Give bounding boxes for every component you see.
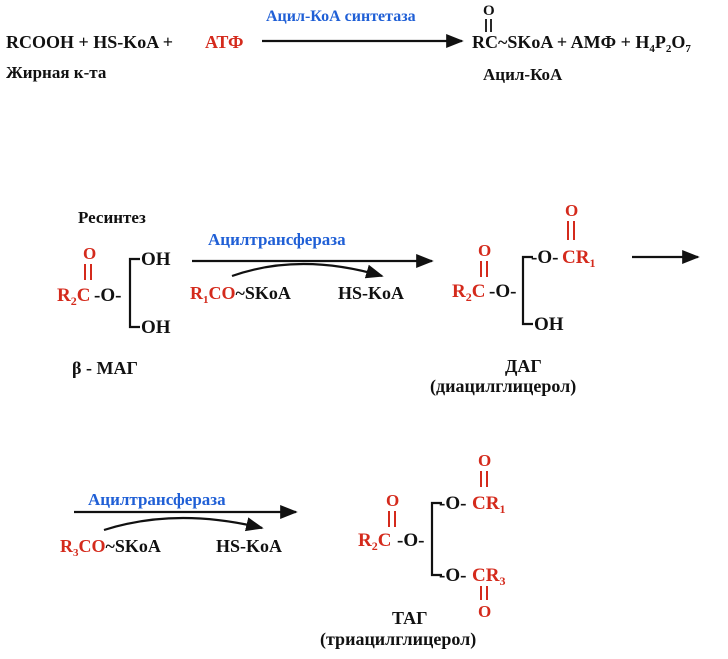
dag-label: ДАГ <box>505 356 542 376</box>
mag-r2c: R2C <box>57 285 90 308</box>
hs-koa-1: HS-KoA <box>338 283 404 303</box>
tag-structure: O R2C -O- -O- O CR1 -O- CR3 O ТАГ (триац… <box>320 451 505 650</box>
mag-oh-bottom: OH <box>141 317 171 338</box>
tag-ester-oxygen-top: -O- <box>439 493 466 514</box>
dag-ester-oxygen-top: -O- <box>531 247 558 268</box>
tag-cr3: CR3 <box>472 565 505 588</box>
tag-ester-oxygen-bottom: -O- <box>439 565 466 586</box>
activation-equation: RCOOH + HS-KoA + АТФ Ацил-КоА синтетаза … <box>6 3 691 84</box>
tag-carbonyl-oxygen: O <box>386 491 399 510</box>
tag-ester-oxygen: -O- <box>397 530 424 551</box>
resynthesis-step-2: Ацилтрансфераза R3CO~SKoA HS-KoA O R2C -… <box>60 451 505 650</box>
tag-cr1: CR1 <box>472 493 505 516</box>
tag-cr3-carbonyl-oxygen: O <box>478 602 491 621</box>
tag-full-name: (триацилглицерол) <box>320 629 476 650</box>
tag-cr1-carbonyl-oxygen: O <box>478 451 491 470</box>
mag-oh-top: OH <box>141 249 171 270</box>
dag-cr1: CR1 <box>562 247 595 270</box>
tag-glycerol-backbone <box>430 501 442 577</box>
mag-ester-oxygen: -O- <box>94 285 121 306</box>
dag-r2c: R2C <box>452 281 485 304</box>
dag-oh: OH <box>534 314 564 335</box>
dag-glycerol-backbone <box>521 255 533 326</box>
mag-structure: O R2C -O- OH OH β - МАГ <box>57 244 171 378</box>
atp-label: АТФ <box>205 32 244 52</box>
mag-label: β - МАГ <box>72 358 138 378</box>
resynthesis-title: Ресинтез <box>78 208 146 227</box>
coenzyme-curve-arrow-1 <box>231 262 384 279</box>
coenzyme-curve-arrow-2 <box>103 516 264 532</box>
r3co-skoa: R3CO~SKoA <box>60 536 161 559</box>
resynthesis-step-1: Ресинтез O R2C -O- OH OH β - МАГ Ацилтра… <box>57 201 700 397</box>
acyl-coa-synthetase-label: Ацил-КоА синтетаза <box>266 8 416 25</box>
activation-reactants: RCOOH + HS-KoA + <box>6 32 173 52</box>
dag-full-name: (диацилглицерол) <box>430 376 576 397</box>
product-carbonyl-oxygen: O <box>483 3 495 19</box>
tag-r2c: R2C <box>358 530 391 553</box>
mag-glycerol-backbone <box>128 257 140 329</box>
mag-carbonyl-oxygen: O <box>83 244 96 263</box>
hs-koa-2: HS-KoA <box>216 536 282 556</box>
dag-ester-oxygen: -O- <box>489 281 516 302</box>
dag-structure: O R2C -O- -O- O CR1 OH ДАГ (диацилглицер… <box>430 201 595 397</box>
acyltransferase-label-2: Ацилтрансфераза <box>88 490 226 509</box>
dag-carbonyl-oxygen: O <box>478 241 491 260</box>
acyl-coa-label: Ацил-КоА <box>483 65 563 84</box>
tag-label: ТАГ <box>392 608 428 628</box>
fatty-acid-label: Жирная к-та <box>6 63 107 82</box>
activation-products: RC~SKoA + AMФ + H4P2O7 <box>472 32 691 55</box>
dag-cr1-carbonyl-oxygen: O <box>565 201 578 220</box>
r1co-skoa: R1CO~SKoA <box>190 283 291 306</box>
acyltransferase-label-1: Ацилтрансфераза <box>208 230 346 249</box>
